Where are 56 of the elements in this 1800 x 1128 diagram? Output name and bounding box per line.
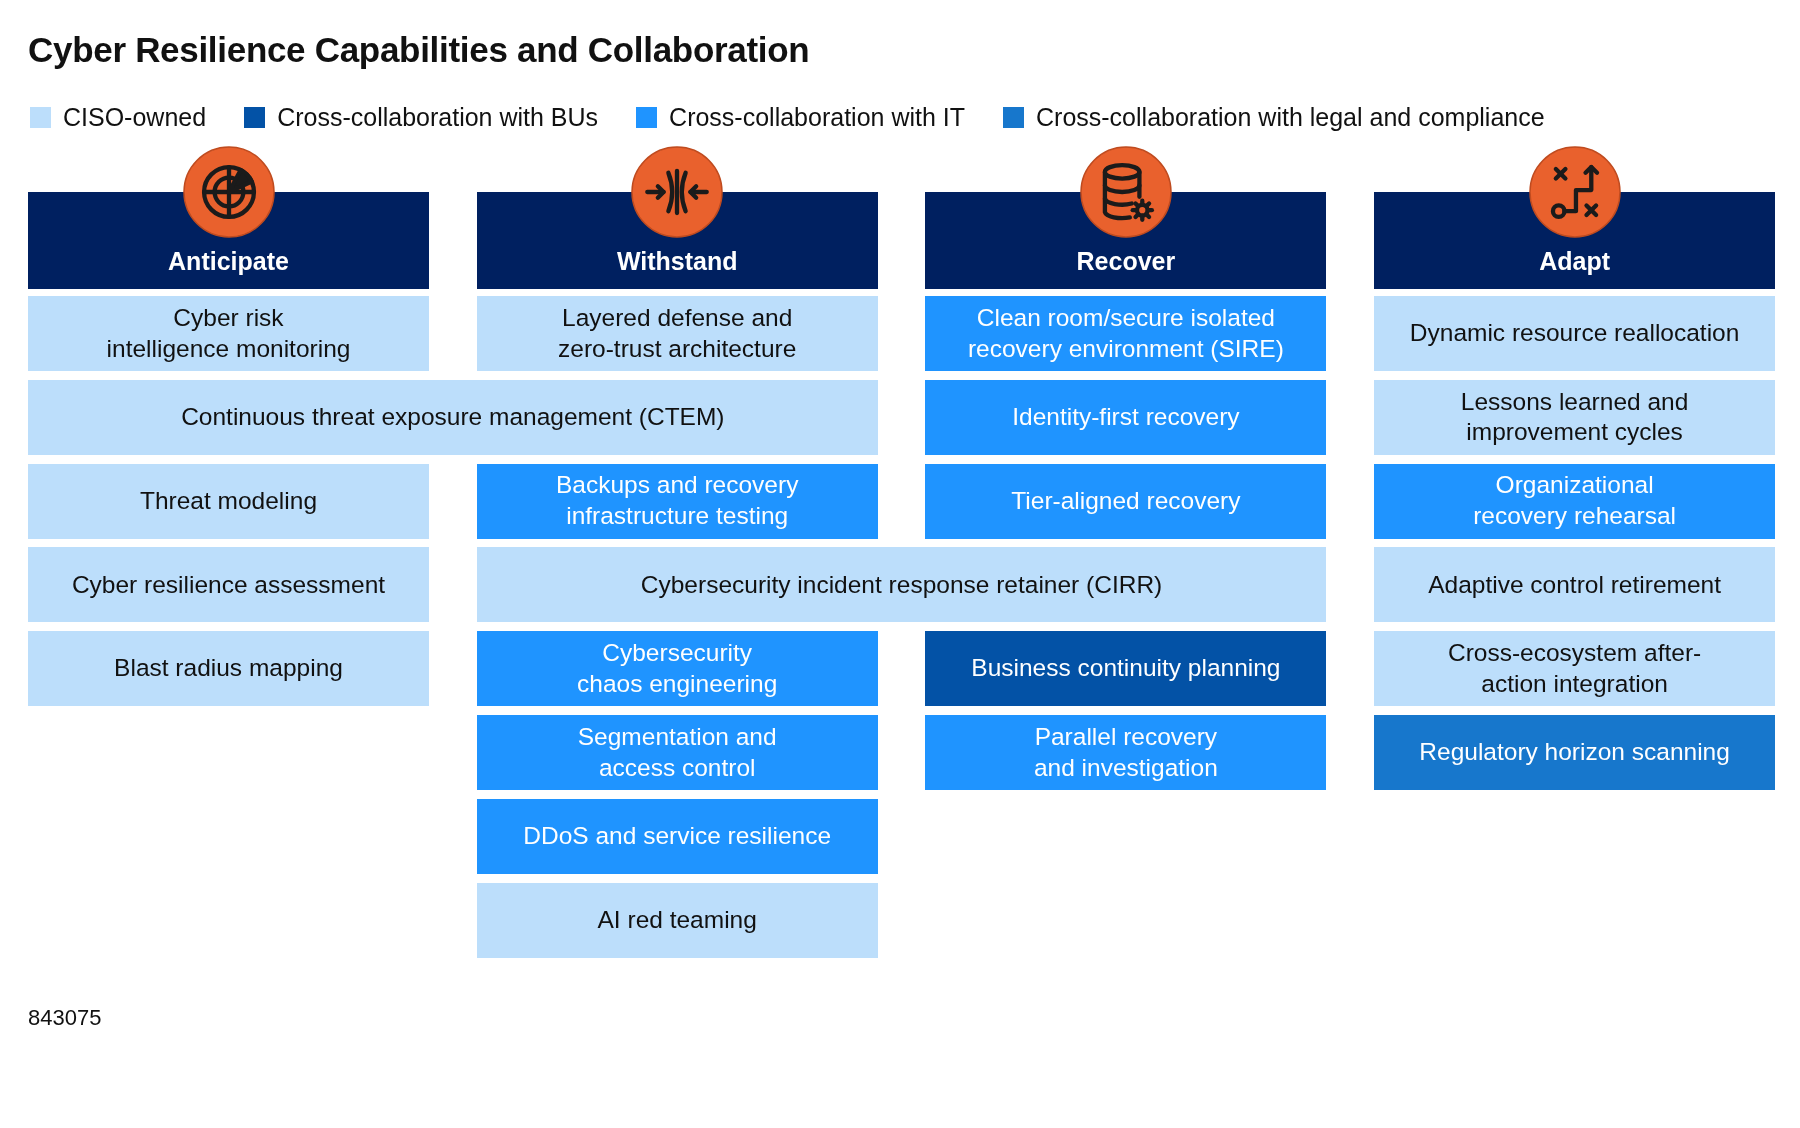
capability-box (1374, 379, 1776, 455)
capability-label: Cyber risk intelligence monitoring (105, 302, 352, 364)
capability-box (28, 379, 878, 455)
capability-box (925, 379, 1327, 455)
capability-box (476, 882, 878, 958)
capability-box (925, 296, 1327, 371)
figure-number: 843075 (28, 1005, 102, 1031)
legend-label: CISO-owned (63, 103, 207, 132)
capability-label: Business continuity planning (971, 653, 1281, 684)
capability-label: AI red teaming (597, 904, 757, 935)
capability-label: Organizational recovery rehearsal (1472, 470, 1678, 532)
capability-box (1374, 547, 1776, 623)
capability-label: Cyber resilience assessment (71, 569, 386, 600)
capability-label: Tier-aligned recovery (1011, 485, 1241, 516)
capability-box (28, 631, 429, 707)
capability-label: Dynamic resource reallocation (1409, 318, 1740, 349)
capability-label: Layered defense and zero-trust architecture (557, 302, 798, 364)
capability-box (476, 296, 878, 371)
capability-label: Cross-ecosystem after-action integration (1447, 638, 1703, 699)
phase-title: Withstand (616, 245, 738, 277)
capability-label: Parallel recovery and investigation (1032, 721, 1219, 783)
capability-box (925, 715, 1327, 790)
capability-label: Adaptive control retirement (1428, 569, 1721, 600)
capability-box (28, 547, 429, 623)
capability-label: Backups and recovery infrastructure testing (555, 470, 800, 532)
capability-box (476, 547, 1327, 623)
capability-box (1374, 296, 1776, 371)
capability-label: Lessons learned and improvement cycles (1459, 386, 1690, 448)
capability-label: Threat modeling (139, 485, 317, 516)
phase-title: Adapt (1539, 245, 1610, 277)
capability-box (28, 296, 429, 371)
capability-box (1374, 715, 1776, 790)
capability-label: Continuous threat exposure management (CTEM) (181, 402, 725, 432)
capability-label: Regulatory horizon scanning (1419, 737, 1730, 768)
capability-box (1374, 631, 1776, 707)
capability-box (476, 463, 878, 539)
capability-box (925, 631, 1327, 707)
capability-label: Clean room/secure isolated recovery environment (SIRE) (966, 302, 1285, 364)
capability-label: Segmentation and access control (576, 721, 778, 783)
legend-label: Cross-collaboration with IT (669, 103, 965, 132)
capability-label: DDoS and service resilience (523, 821, 832, 851)
capability-label: Blast radius mapping (114, 653, 343, 684)
phase-title: Anticipate (168, 245, 289, 277)
capability-box (28, 463, 429, 539)
capability-label: Identity-first recovery (1012, 402, 1240, 432)
capability-box (476, 798, 878, 874)
legend-label: Cross-collaboration with BUs (277, 103, 599, 132)
capability-label: Cybersecurity chaos engineering (576, 638, 779, 699)
capability-box (476, 631, 878, 707)
capability-box (1374, 463, 1776, 539)
phase-title: Recover (1076, 245, 1176, 277)
capability-label: Cybersecurity incident response retainer (CIRR) (640, 569, 1163, 600)
capability-box (476, 715, 878, 790)
legend-label: Cross-collaboration with legal and compliance (1036, 103, 1545, 132)
title: Cyber Resilience Capabilities and Collaboration (28, 30, 810, 70)
capability-box (925, 463, 1327, 539)
